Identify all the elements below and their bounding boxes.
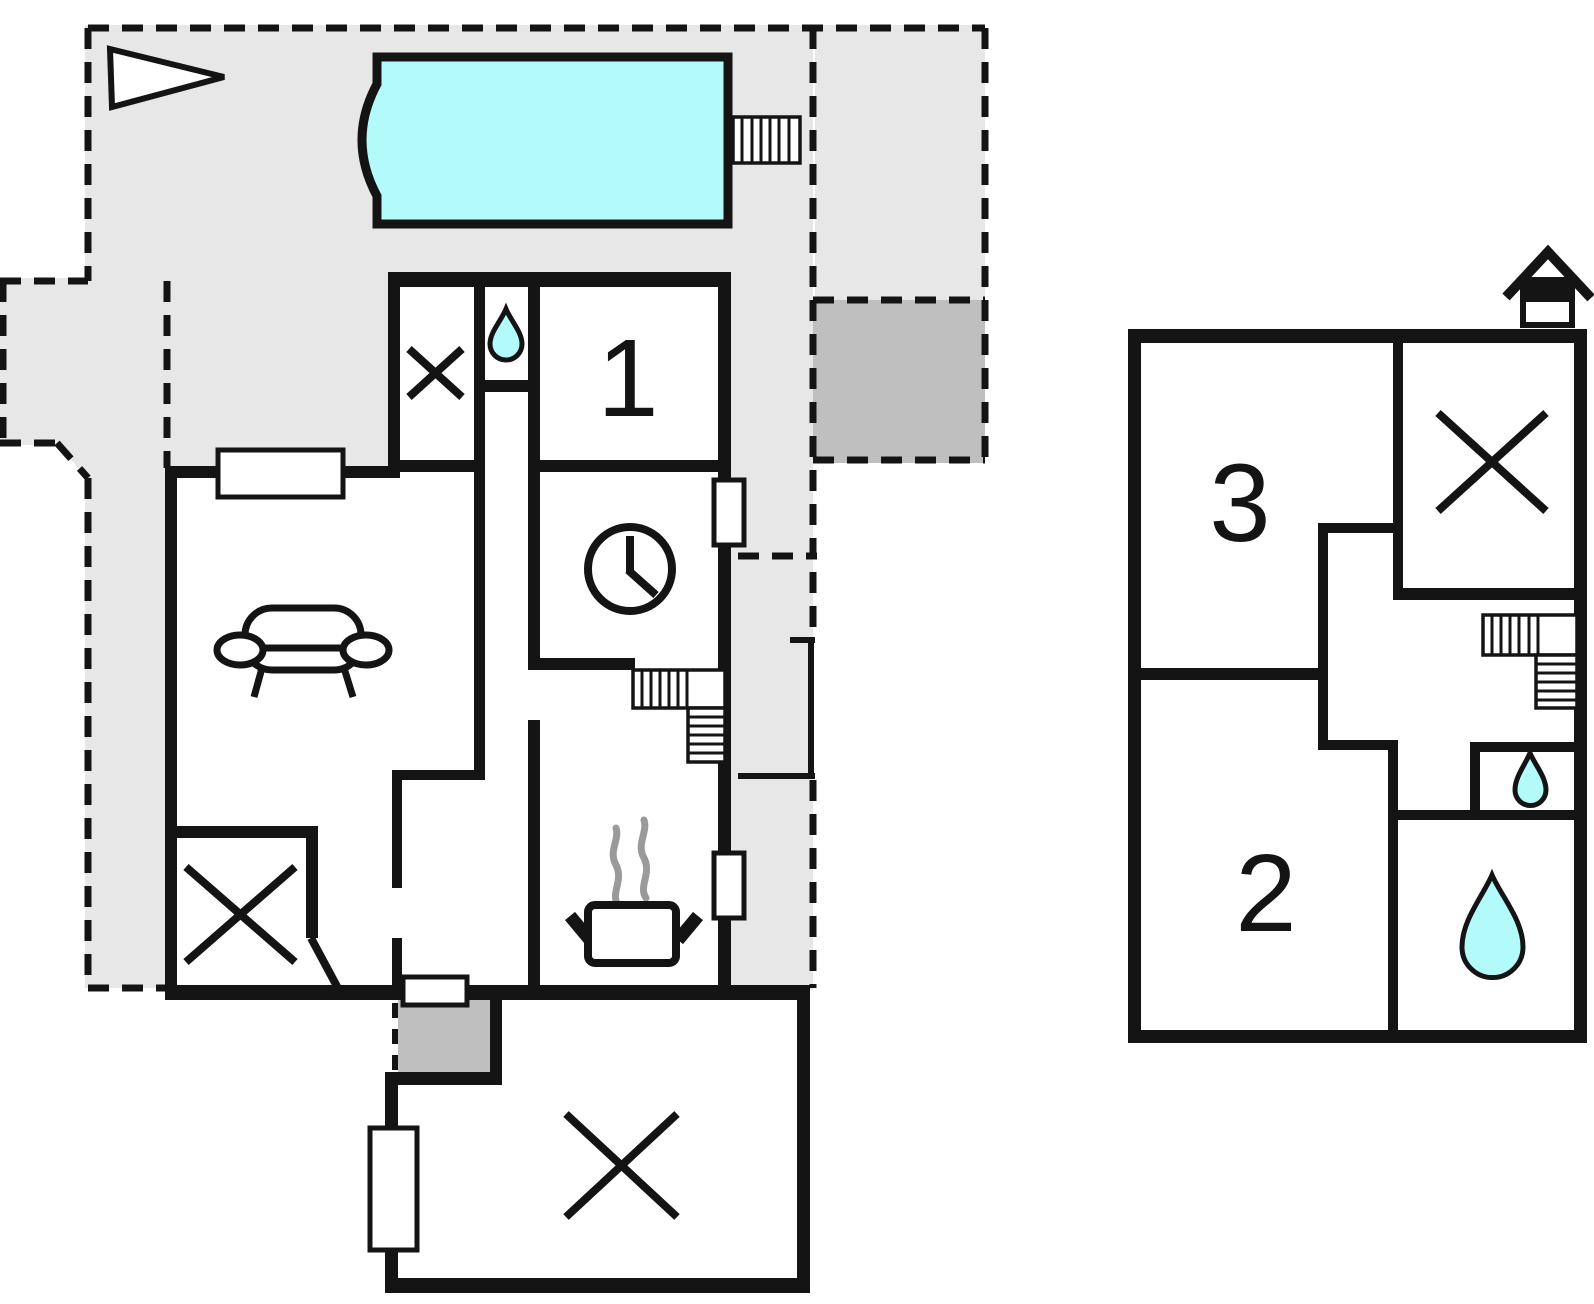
water-drop-small-icon	[1512, 746, 1549, 808]
steam-icon	[637, 816, 651, 902]
chimney-icon	[1502, 244, 1594, 328]
door-swing-icon	[307, 936, 344, 994]
stove-icon	[565, 816, 703, 967]
window	[367, 1125, 420, 1253]
stairs-icon	[631, 668, 727, 764]
room-label-3: 3	[1209, 442, 1270, 565]
window	[711, 477, 747, 548]
window	[711, 850, 747, 921]
entry-porch	[398, 1000, 490, 1072]
wardrobe-x-icon	[563, 1111, 680, 1220]
room-label-1: 1	[597, 317, 658, 440]
stairs-icon	[1481, 613, 1579, 710]
upper-floor-walls	[1128, 329, 1587, 1043]
terrace-dashed-outline	[0, 24, 989, 1072]
water-drop-large-icon	[1459, 868, 1526, 980]
clock-icon	[584, 523, 676, 615]
wardrobe-x-icon	[183, 863, 298, 966]
upper-floor-plan: 3 2	[1128, 244, 1594, 1043]
steam-icon	[609, 824, 623, 909]
wardrobe-x-icon	[406, 346, 465, 400]
wardrobe-x-icon	[1435, 410, 1549, 514]
north-arrow-icon	[106, 45, 225, 111]
room-label-2: 2	[1235, 832, 1296, 955]
sofa-icon	[213, 604, 393, 699]
ground-floor-plan: 1	[0, 24, 989, 1293]
window	[215, 447, 346, 500]
entry-door	[400, 974, 470, 1008]
pool	[357, 52, 733, 229]
pool-ladder-icon	[731, 115, 802, 165]
water-drop-icon	[487, 302, 525, 363]
paved-square	[813, 300, 985, 463]
